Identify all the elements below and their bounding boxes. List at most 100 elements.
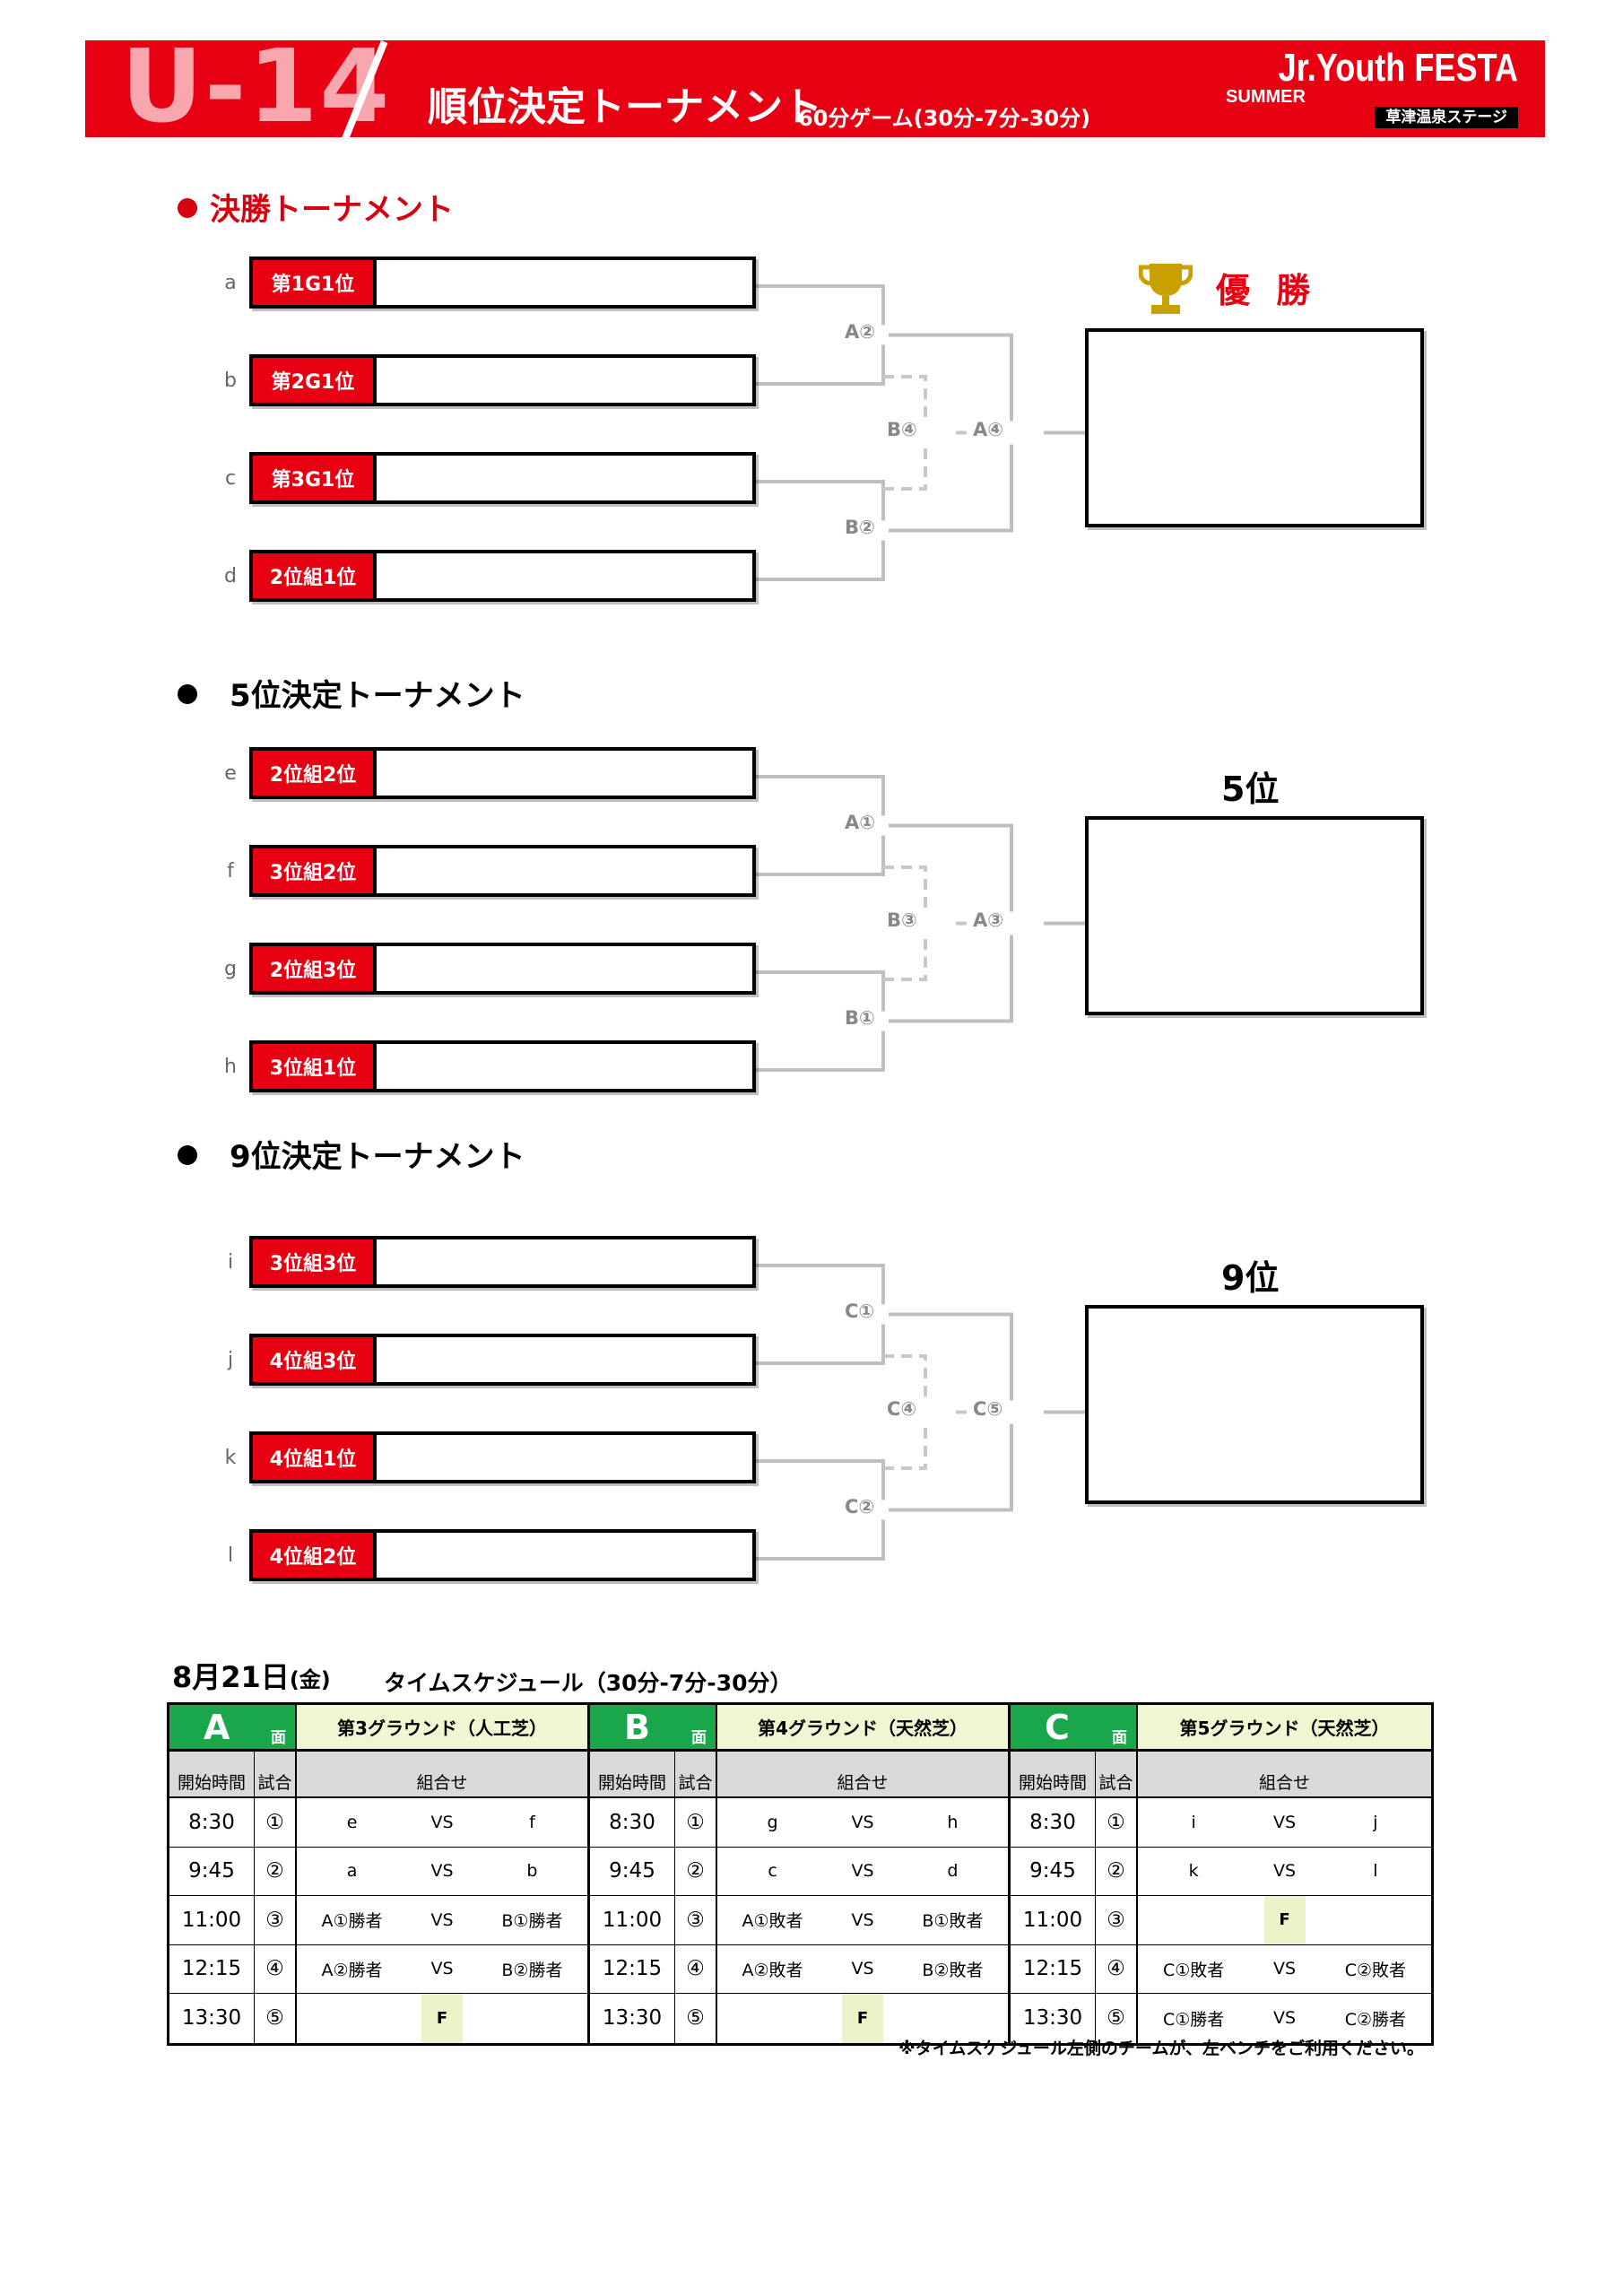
result-box-9th <box>1085 1305 1424 1504</box>
team-name-field <box>377 1533 752 1578</box>
entry-seed-label: 3位組3位 <box>253 1239 377 1284</box>
bullet-icon <box>178 684 197 704</box>
entry-letter: b <box>224 370 237 392</box>
col-header-time: 開始時間 <box>169 1752 255 1796</box>
col-header-match-no: 試合 <box>255 1752 297 1796</box>
section-title-5th: 5位決定トーナメント <box>178 678 525 714</box>
bracket-line <box>756 1264 885 1305</box>
trophy-icon <box>1139 264 1193 314</box>
brand-name: Jr.Youth FESTA <box>1278 46 1518 90</box>
entry-letter: d <box>224 565 237 587</box>
match-format: 60分ゲーム(30分-7分-30分) <box>798 106 1091 131</box>
date-text: 8月21日 <box>172 1660 290 1694</box>
entry-seed-label: 2位組2位 <box>253 751 377 796</box>
entry-letter: j <box>227 1349 234 1371</box>
team-name-field <box>377 260 752 305</box>
entry-letter: l <box>227 1544 234 1567</box>
bracket-line <box>756 835 885 876</box>
loser-bracket-line <box>883 1424 927 1470</box>
entry-letter: g <box>224 958 237 980</box>
loser-bracket-line <box>883 865 927 911</box>
stage-badge: 草津温泉ステージ <box>1375 107 1518 128</box>
bracket-entry: 4位組2位 <box>249 1529 756 1581</box>
team-name-field <box>377 358 752 403</box>
section-title-9th: 9位決定トーナメント <box>178 1139 525 1175</box>
court-name: 第4グラウンド（天然芝） <box>717 1705 1008 1749</box>
section-title-final: 決勝トーナメント <box>178 192 454 228</box>
bracket-line <box>889 1423 1013 1512</box>
entry-seed-label: 4位組1位 <box>253 1435 377 1480</box>
team-name-field <box>377 456 752 500</box>
weekday-text: (金) <box>289 1667 331 1692</box>
court-name: 第3グラウンド（人工芝） <box>297 1705 587 1749</box>
bracket-entry: 3位組1位 <box>249 1040 756 1092</box>
section-title-text: 5位決定トーナメント <box>230 678 525 714</box>
loser-bracket-line <box>883 935 927 981</box>
final-match-cell: F <box>842 1994 883 2043</box>
col-header-time: 開始時間 <box>1011 1752 1096 1796</box>
entry-letter: f <box>227 860 234 883</box>
page-title: 順位決定トーナメント <box>428 84 822 130</box>
bracket-line <box>756 1519 885 1561</box>
bracket-line <box>756 775 885 816</box>
team-name-field <box>377 848 752 893</box>
final-match-cell: F <box>421 1994 463 2043</box>
bracket-entry: 第1G1位 <box>249 257 756 309</box>
result-box-5th <box>1085 816 1424 1015</box>
bracket-line <box>756 344 885 386</box>
final-match-cell: F <box>1263 1896 1306 1944</box>
bracket-entry: 2位組3位 <box>249 943 756 995</box>
team-name-field <box>377 751 752 796</box>
court-name: 第5グラウンド（天然芝） <box>1138 1705 1431 1749</box>
entry-seed-label: 3位組1位 <box>253 1044 377 1089</box>
entry-seed-label: 2位組3位 <box>253 946 377 991</box>
bracket-line <box>889 823 1013 912</box>
match-node-label: A④ <box>971 419 1006 440</box>
entry-seed-label: 第2G1位 <box>253 358 377 403</box>
entry-letter: a <box>224 272 237 294</box>
bench-note: ※タイムスケジュール左側のチームが、左ベンチをご利用ください。 <box>898 2039 1424 2058</box>
result-title-9th: 9位 <box>1221 1258 1280 1298</box>
section-title-text: 決勝トーナメント <box>210 192 454 228</box>
bracket-line <box>756 1459 885 1500</box>
team-name-field <box>377 1239 752 1284</box>
col-header-pairing: 組合せ <box>837 1773 889 1793</box>
bracket-line <box>756 970 885 1012</box>
team-name-field <box>377 946 752 991</box>
match-node-label: B② <box>843 517 877 538</box>
team-name-field <box>377 553 752 598</box>
entry-seed-label: 3位組2位 <box>253 848 377 893</box>
match-node-label: C① <box>843 1300 877 1322</box>
bracket-line <box>889 333 1013 422</box>
bracket-line <box>756 540 885 581</box>
entry-letter: c <box>224 467 237 490</box>
age-category: U-14 <box>121 40 392 137</box>
schedule-date: 8月21日(金) <box>172 1659 331 1698</box>
entry-seed-label: 4位組3位 <box>253 1337 377 1382</box>
col-header-pairing: 組合せ <box>1258 1773 1310 1793</box>
match-node-label: B① <box>843 1007 877 1029</box>
team-name-field <box>377 1337 752 1382</box>
result-box-winner <box>1085 328 1424 527</box>
result-title-winner: 優 勝 <box>1216 271 1318 310</box>
bracket-line <box>756 1324 885 1365</box>
col-header-pairing: 組合せ <box>416 1773 468 1793</box>
entry-letter: i <box>227 1251 234 1274</box>
bracket-line <box>756 1031 885 1072</box>
match-node-label: C② <box>843 1496 877 1518</box>
